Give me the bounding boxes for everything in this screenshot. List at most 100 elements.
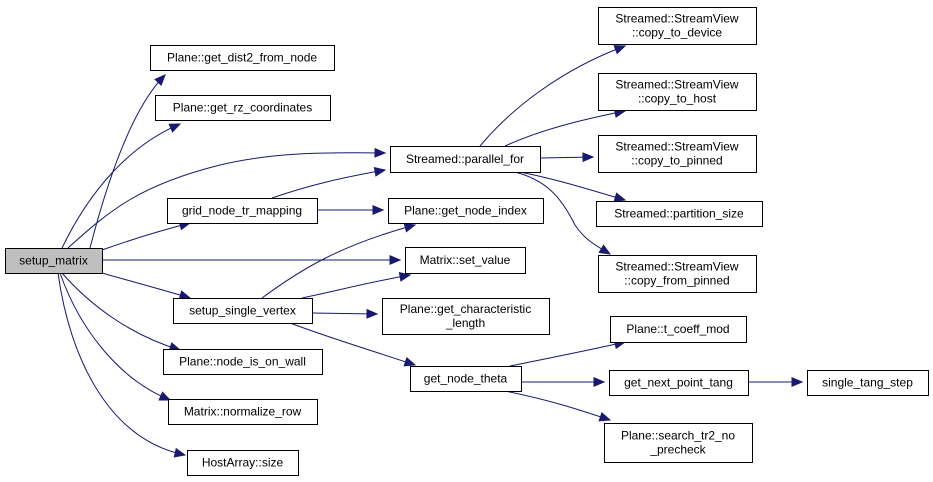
edge-line <box>289 322 416 366</box>
node-normalize-row[interactable]: Matrix::normalize_row <box>168 399 318 425</box>
node-label: Plane::get_rz_coordinates <box>173 101 312 115</box>
edge-arrowhead <box>154 74 166 87</box>
node-setup-single-vertex[interactable]: setup_single_vertex <box>173 298 313 324</box>
edge-parallel-for-to-partition-size <box>519 171 627 202</box>
node-box <box>382 298 550 335</box>
edge-parallel-for-to-copy-to-device <box>479 45 627 147</box>
node-setup-matrix[interactable]: setup_matrix <box>5 248 103 274</box>
node-label: Plane::node_is_on_wall <box>179 355 306 369</box>
edge-arrowhead <box>598 411 612 422</box>
node-partition-size[interactable]: Streamed::partition_size <box>596 201 763 227</box>
node-get-next-point-tang[interactable]: get_next_point_tang <box>609 370 749 396</box>
edge-arrowhead <box>598 244 612 255</box>
node-box <box>598 73 757 111</box>
edge-line <box>101 222 191 251</box>
node-label: ::copy_to_host <box>638 92 717 106</box>
nodes-layer: setup_matrix Plane::get_dist2_from_nodePl… <box>5 7 929 476</box>
node-box <box>167 198 318 224</box>
node-label: grid_node_tr_mapping <box>182 204 302 218</box>
node-get-characteristic-length[interactable]: Plane::get_characteristic_length <box>382 298 550 335</box>
edge-arrowhead <box>168 123 182 133</box>
node-label: Streamed::StreamView <box>615 140 738 154</box>
node-hostarray-size[interactable]: HostArray::size <box>187 450 299 476</box>
edge-setup-matrix-to-set-value <box>102 255 402 265</box>
edge-arrowhead <box>582 152 595 163</box>
node-box <box>390 146 541 173</box>
node-box <box>609 370 749 396</box>
edge-line <box>101 272 191 299</box>
edge-setup-matrix-to-get-rz-coordinates <box>61 123 182 249</box>
edge-line <box>519 171 626 201</box>
node-label: Plane::t_coeff_mod <box>626 322 729 336</box>
node-set-value[interactable]: Matrix::set_value <box>405 247 526 274</box>
node-box <box>610 316 747 343</box>
node-get-rz-coordinates[interactable]: Plane::get_rz_coordinates <box>155 95 331 121</box>
node-copy-to-host[interactable]: Streamed::StreamView::copy_to_host <box>598 73 757 111</box>
node-label: ::copy_to_pinned <box>631 154 722 168</box>
node-parallel-for[interactable]: Streamed::parallel_for <box>390 146 541 173</box>
root-node-box <box>5 248 103 274</box>
edge-setup-matrix-to-setup-single-vertex <box>101 272 192 300</box>
edge-arrowhead <box>366 308 379 319</box>
edge-setup-matrix-to-parallel-for <box>67 147 387 249</box>
edge-line <box>59 272 171 401</box>
node-box <box>410 366 522 392</box>
node-label: Streamed::partition_size <box>614 207 744 221</box>
node-box <box>388 198 544 224</box>
edge-arrowhead <box>173 447 187 458</box>
node-node-is-on-wall[interactable]: Plane::node_is_on_wall <box>163 349 323 375</box>
edge-line <box>504 110 626 147</box>
node-copy-to-pinned[interactable]: Streamed::StreamView::copy_to_pinned <box>598 135 757 173</box>
node-box <box>807 370 929 396</box>
node-copy-from-pinned[interactable]: Streamed::StreamView::copy_from_pinned <box>598 255 757 293</box>
node-box <box>604 423 753 463</box>
edge-line <box>514 171 611 255</box>
edge-line <box>504 390 611 421</box>
node-box <box>168 399 318 425</box>
edge-arrowhead <box>593 377 606 387</box>
node-get-dist2-from-node[interactable]: Plane::get_dist2_from_node <box>150 45 335 71</box>
node-label: single_tang_step <box>822 376 913 390</box>
node-label: Streamed::StreamView <box>615 260 738 274</box>
node-grid-node-tr-mapping[interactable]: grid_node_tr_mapping <box>167 198 318 224</box>
edge-setup-single-vertex-to-get-node-theta <box>289 322 417 367</box>
node-label: _precheck <box>649 443 706 457</box>
node-t-coeff-mod[interactable]: Plane::t_coeff_mod <box>610 316 747 343</box>
edge-line <box>61 272 181 351</box>
edge-line <box>67 152 386 249</box>
node-copy-to-device[interactable]: Streamed::StreamView::copy_to_device <box>598 7 757 45</box>
node-box <box>598 255 757 293</box>
node-label: setup_matrix <box>19 254 88 268</box>
node-label: ::copy_from_pinned <box>624 274 729 288</box>
edge-parallel-for-to-copy-to-pinned <box>539 152 595 163</box>
node-search-tr2-no-precheck[interactable]: Plane::search_tr2_no_precheck <box>604 423 753 463</box>
edge-arrowhead <box>373 166 387 177</box>
edge-arrowhead <box>403 222 417 233</box>
node-get-node-index[interactable]: Plane::get_node_index <box>388 198 544 224</box>
edge-line <box>311 312 378 315</box>
edge-arrowhead <box>158 391 172 401</box>
node-label: setup_single_vertex <box>189 304 296 318</box>
node-box <box>405 247 526 274</box>
node-label: ::copy_to_device <box>632 26 722 40</box>
edge-line <box>57 272 186 456</box>
node-box <box>155 95 331 121</box>
edge-arrowhead <box>372 205 385 215</box>
edge-arrowhead <box>398 271 412 282</box>
node-label: Plane::search_tr2_no <box>621 429 735 443</box>
node-box <box>173 298 313 324</box>
edge-arrowhead <box>389 255 402 265</box>
node-get-node-theta[interactable]: get_node_theta <box>410 366 522 392</box>
edge-setup-matrix-to-normalize-row <box>59 272 172 401</box>
node-label: Plane::get_dist2_from_node <box>167 51 317 65</box>
edge-line <box>509 341 626 367</box>
node-label: HostArray::size <box>202 456 284 470</box>
node-single-tang-step[interactable]: single_tang_step <box>807 370 929 396</box>
edge-setup-matrix-to-get-dist2-from-node <box>89 74 166 249</box>
edge-setup-matrix-to-hostarray-size <box>57 272 187 458</box>
edge-arrowhead <box>403 356 417 367</box>
node-label: get_next_point_tang <box>624 376 733 390</box>
edge-grid-node-tr-mapping-to-parallel-for <box>271 166 387 199</box>
edges-layer <box>57 45 804 458</box>
